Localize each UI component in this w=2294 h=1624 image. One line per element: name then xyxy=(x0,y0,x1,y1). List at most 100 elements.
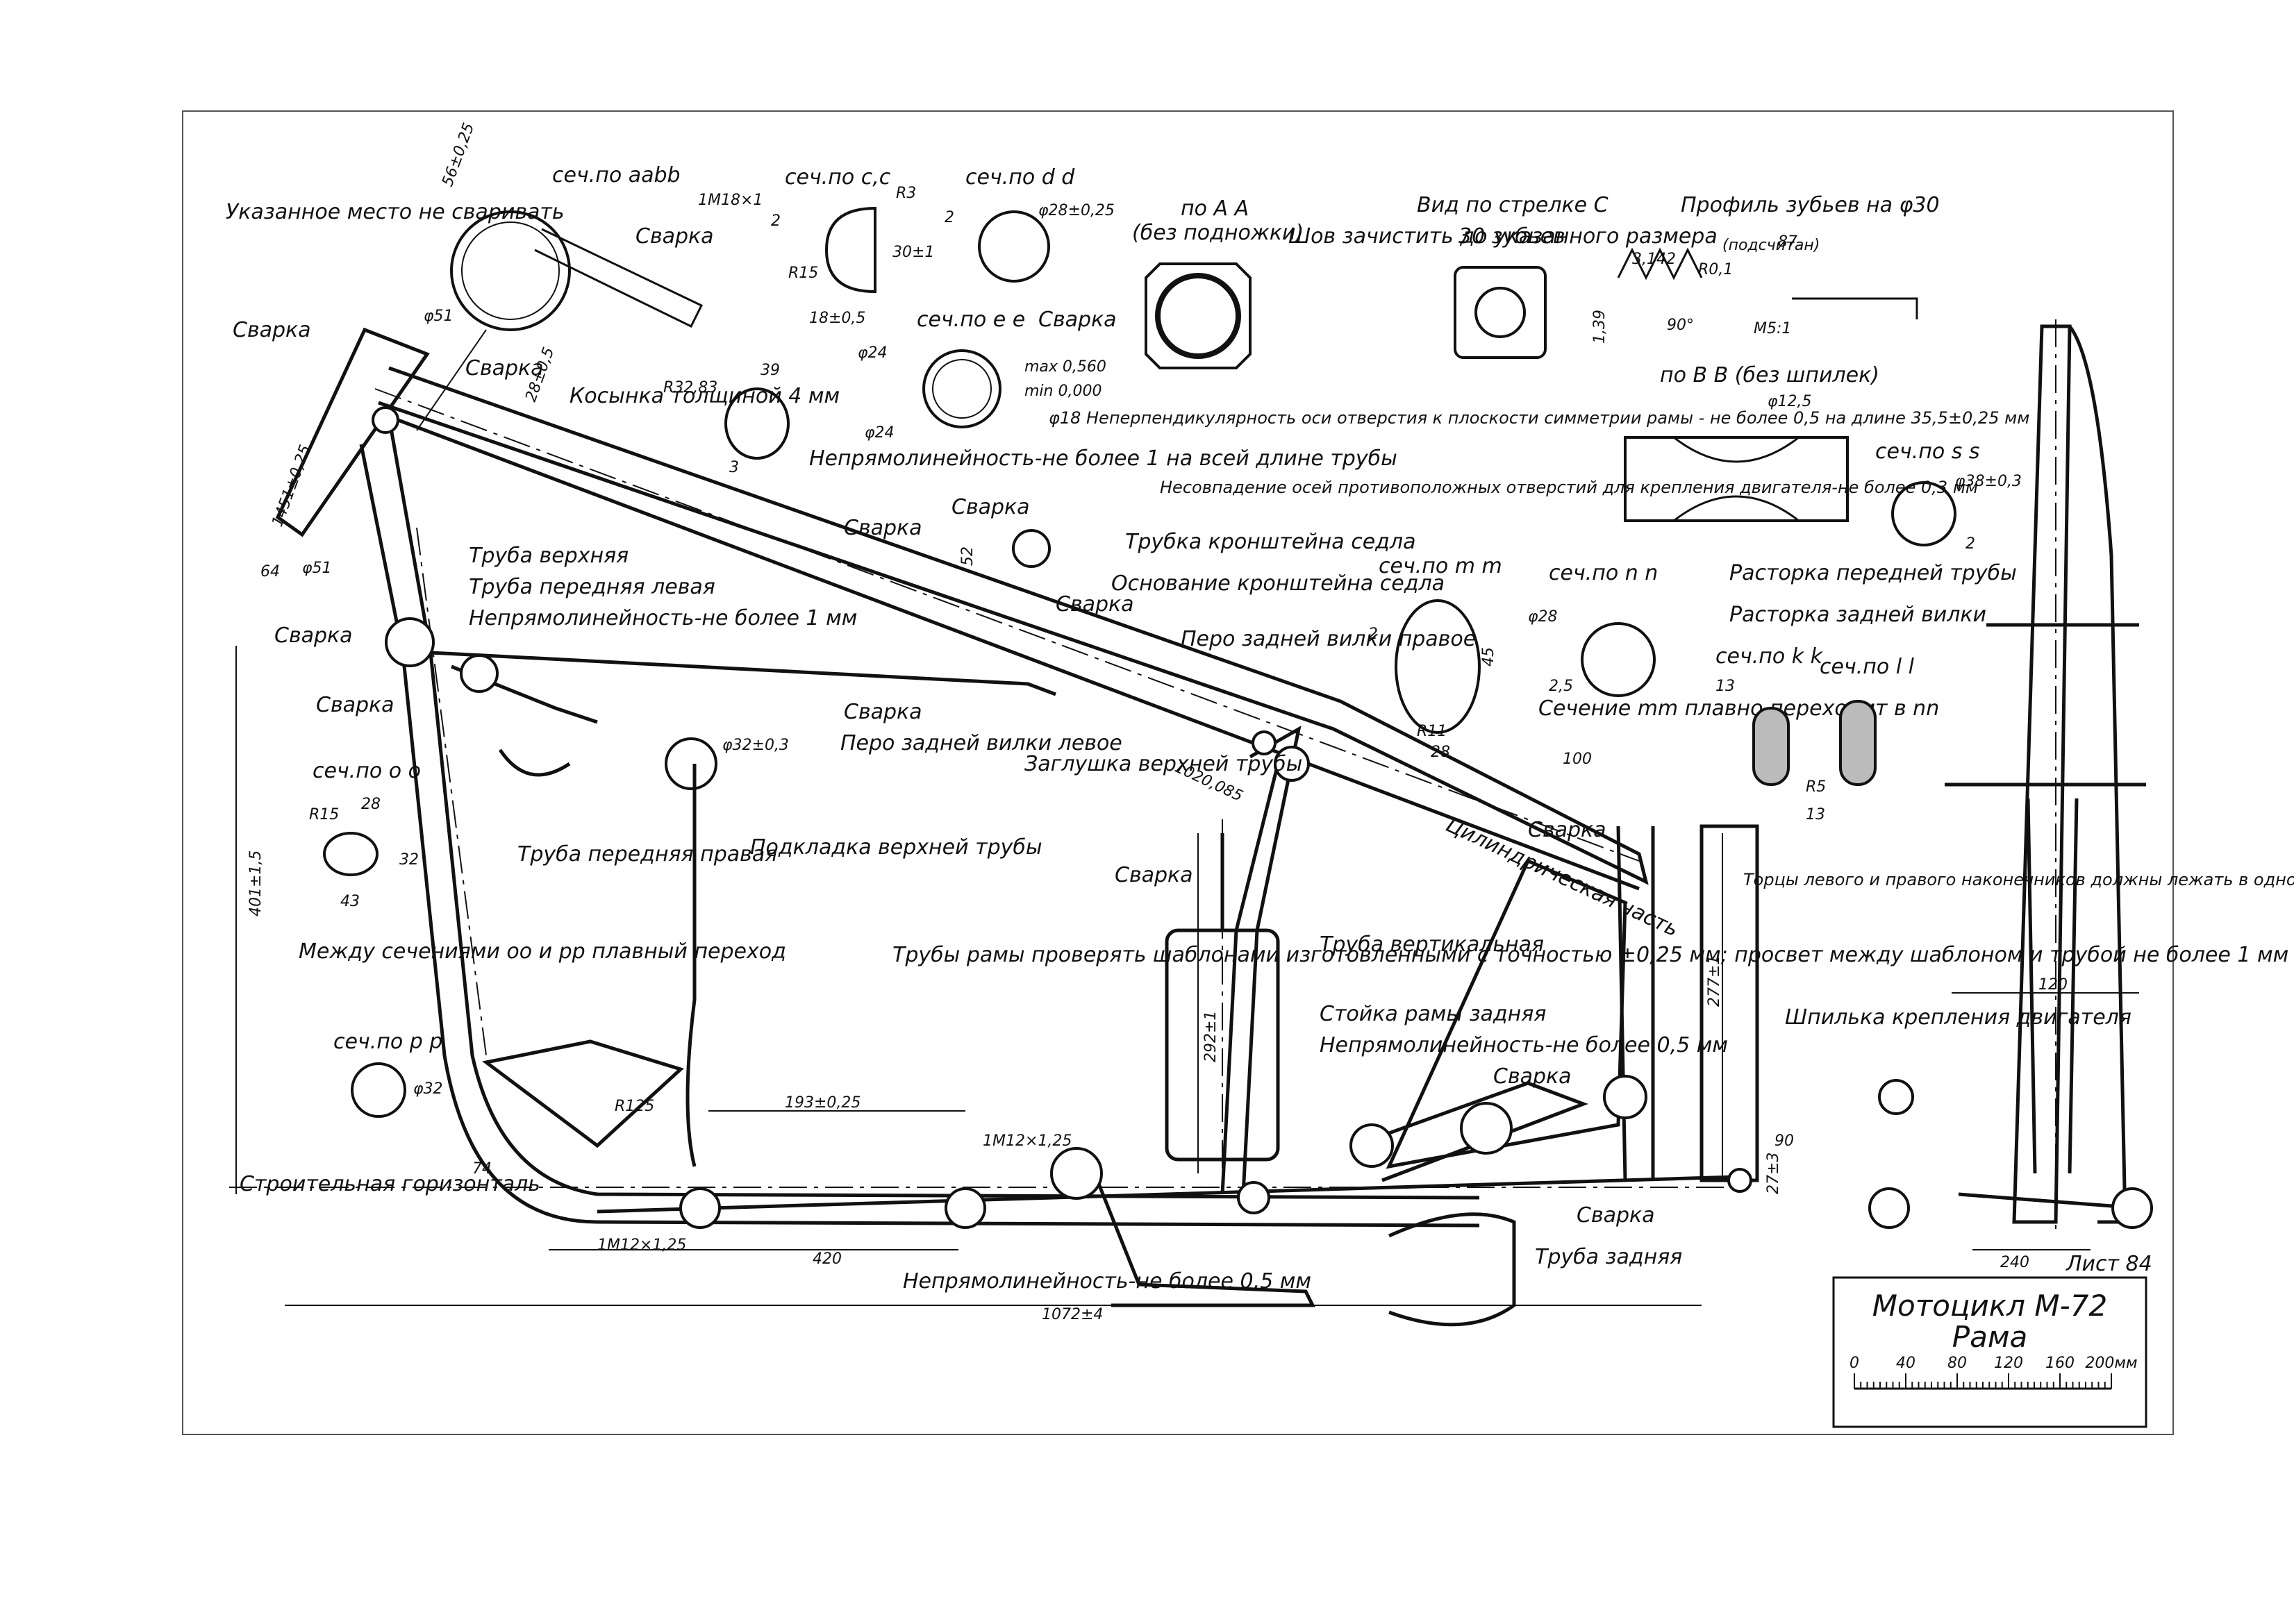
note-straightness-tube: Непрямолинейность-не более 1 на всей дли… xyxy=(809,446,1397,471)
subtitle-text: Рама xyxy=(1952,1320,2028,1354)
dim-max: max 0,560 xyxy=(1024,358,1106,376)
dim-r01: R0,1 xyxy=(1698,261,1733,278)
label-weld-seat: Сварка xyxy=(951,495,1030,519)
dim-28-oo: 28 xyxy=(361,796,381,813)
label-engine-stud: Шпилька крепления двигателя xyxy=(1785,1005,2131,1030)
dim-100: 100 xyxy=(1563,751,1592,768)
label-teeth30: 30 зубьев xyxy=(1458,224,1565,249)
label-section-ll: сеч.по l l xyxy=(1820,655,1915,679)
dim-3142: 3,142 xyxy=(1632,251,1676,268)
note-straight-1mm: Непрямолинейность-не более 1 мм xyxy=(469,606,857,630)
dim-13-a: 13 xyxy=(1715,678,1735,695)
centre-lines xyxy=(229,319,2056,1236)
detail-ll-shape xyxy=(1839,700,1877,786)
end-view-stud xyxy=(1878,1079,1914,1115)
mid-mount-boss xyxy=(945,1187,986,1229)
label-section-AA: по A A xyxy=(1181,196,1249,221)
engine-plate-edge xyxy=(685,764,697,1167)
label-front-right: Труба передняя правая xyxy=(517,842,777,867)
label-section-oo: сеч.по o o xyxy=(313,759,421,783)
dim-r11: R11 xyxy=(1417,723,1447,740)
scale-tick-label: 0 xyxy=(1850,1355,1859,1372)
top-tube-lower-edge xyxy=(388,415,1640,891)
dim-r15: R15 xyxy=(788,265,818,282)
label-vertical-tube: Труба вертикальная xyxy=(1320,932,1544,957)
dim-401: 401±1,5 xyxy=(247,851,265,916)
end-view-left-tube xyxy=(2012,324,2072,1224)
label-weld-top: Сварка xyxy=(844,516,922,540)
stand-foot xyxy=(1388,1212,1516,1327)
dim-d24-b: φ24 xyxy=(865,424,895,442)
dim-r5: R5 xyxy=(1806,778,1826,796)
note-perp-axis: φ18 Неперпендикулярность оси отверстия к… xyxy=(1049,408,2029,428)
dim-30: 30±1 xyxy=(892,244,934,261)
label-weld-fork: Сварка xyxy=(844,700,922,724)
label-weld-front: Сварка xyxy=(274,623,353,648)
label-weld-head-2: Сварка xyxy=(465,356,544,380)
detail-teeth-profile xyxy=(1617,247,1703,281)
detail-ee-inner xyxy=(932,359,992,419)
label-section-ee: сеч.по e e xyxy=(917,308,1025,332)
end-view-stay xyxy=(2026,798,2079,1174)
dim-56: 56±0,25 xyxy=(439,121,478,189)
dim-r15-oo: R15 xyxy=(309,806,339,823)
mid-tube xyxy=(430,651,1056,696)
note-smooth-oo-pp: Между сечениями оо и рр плавный переход xyxy=(299,939,786,964)
note-straight-05: Непрямолинейность-не более 0,5 мм xyxy=(1320,1033,1728,1057)
note-ends-plane: Торцы левого и правого наконечников долж… xyxy=(1743,870,2294,889)
note-check-templates: Трубы рамы проверять шаблонами изготовле… xyxy=(892,943,2288,967)
scale-tick-label: 160 xyxy=(2045,1355,2075,1372)
label-seat-bracket-tube: Трубка кронштейна седла xyxy=(1125,530,1415,554)
label-section-BB: по B B (без шпилек) xyxy=(1660,363,1879,387)
label-section-mm: сеч.по m m xyxy=(1379,554,1502,578)
end-view-boss-left xyxy=(1868,1187,1910,1229)
detail-AA-box xyxy=(1145,262,1252,369)
label-weld-rear: Сварка xyxy=(1577,1203,1655,1228)
dim-13-b: 13 xyxy=(1806,806,1825,823)
steering-head xyxy=(275,327,430,537)
label-weld-aabb: Сварка xyxy=(635,224,714,249)
dim-m12-b: 1М12×1,25 xyxy=(983,1132,1072,1150)
rear-end-tube xyxy=(1699,824,1759,1182)
scale-tick-label: 200мм xyxy=(2085,1355,2137,1372)
bracket-hole xyxy=(460,654,499,693)
label-weld-rear-top: Сварка xyxy=(1528,818,1606,842)
front-down-tube-inner xyxy=(359,444,1480,1228)
dim-d28: φ28±0,25 xyxy=(1038,202,1115,219)
detail-nn-circle xyxy=(1581,622,1656,697)
scale-tick-label: 120 xyxy=(1994,1355,2023,1372)
dim-min: min 0,000 xyxy=(1024,383,1102,400)
drawing-border xyxy=(182,110,2174,1435)
dim-d51-b: φ51 xyxy=(302,560,332,577)
label-front-left: Труба передняя левая xyxy=(469,575,715,599)
dim-90: 90 xyxy=(1774,1132,1794,1150)
dim-420: 420 xyxy=(813,1250,842,1268)
detail-mm-oval xyxy=(1395,599,1481,734)
num-2-dd: 2 xyxy=(945,209,954,226)
dimension-lines xyxy=(235,646,2139,1306)
note-weld-clean: Шов зачистить до указанного размера xyxy=(1288,224,1718,249)
dim-r125: R125 xyxy=(615,1098,654,1115)
label-weld-AA: Сварка xyxy=(1038,308,1117,332)
label-section-cc: сеч.по c,c xyxy=(785,165,891,190)
dim-52: 52 xyxy=(959,546,976,566)
dim-120: 120 xyxy=(2038,976,2068,994)
label-top-tube: Труба верхняя xyxy=(469,544,629,568)
label-weld-seat-2: Сварка xyxy=(1056,592,1134,617)
dim-18: 18±0,5 xyxy=(809,310,865,327)
label-seat-bracket-base: Основание кронштейна седла xyxy=(1111,571,1445,596)
vertical-tube-inner xyxy=(1220,763,1280,1195)
dim-87: 87 xyxy=(1778,233,1797,251)
detail-oo-oval xyxy=(323,832,379,876)
detail-d32-circle xyxy=(665,737,717,790)
detail-pp-circle xyxy=(351,1062,406,1118)
sheet-number: Лист 84 xyxy=(2066,1252,2152,1276)
num-25: 2,5 xyxy=(1549,678,1573,695)
note-mm-nn: Сечение mm плавно переходит в nn xyxy=(1538,696,1939,721)
note-straight-05b: Непрямолинейность-не более 0,5 мм xyxy=(903,1269,1311,1294)
end-view-boss-right xyxy=(2111,1187,2153,1229)
label-weld-front-2: Сварка xyxy=(316,693,394,717)
